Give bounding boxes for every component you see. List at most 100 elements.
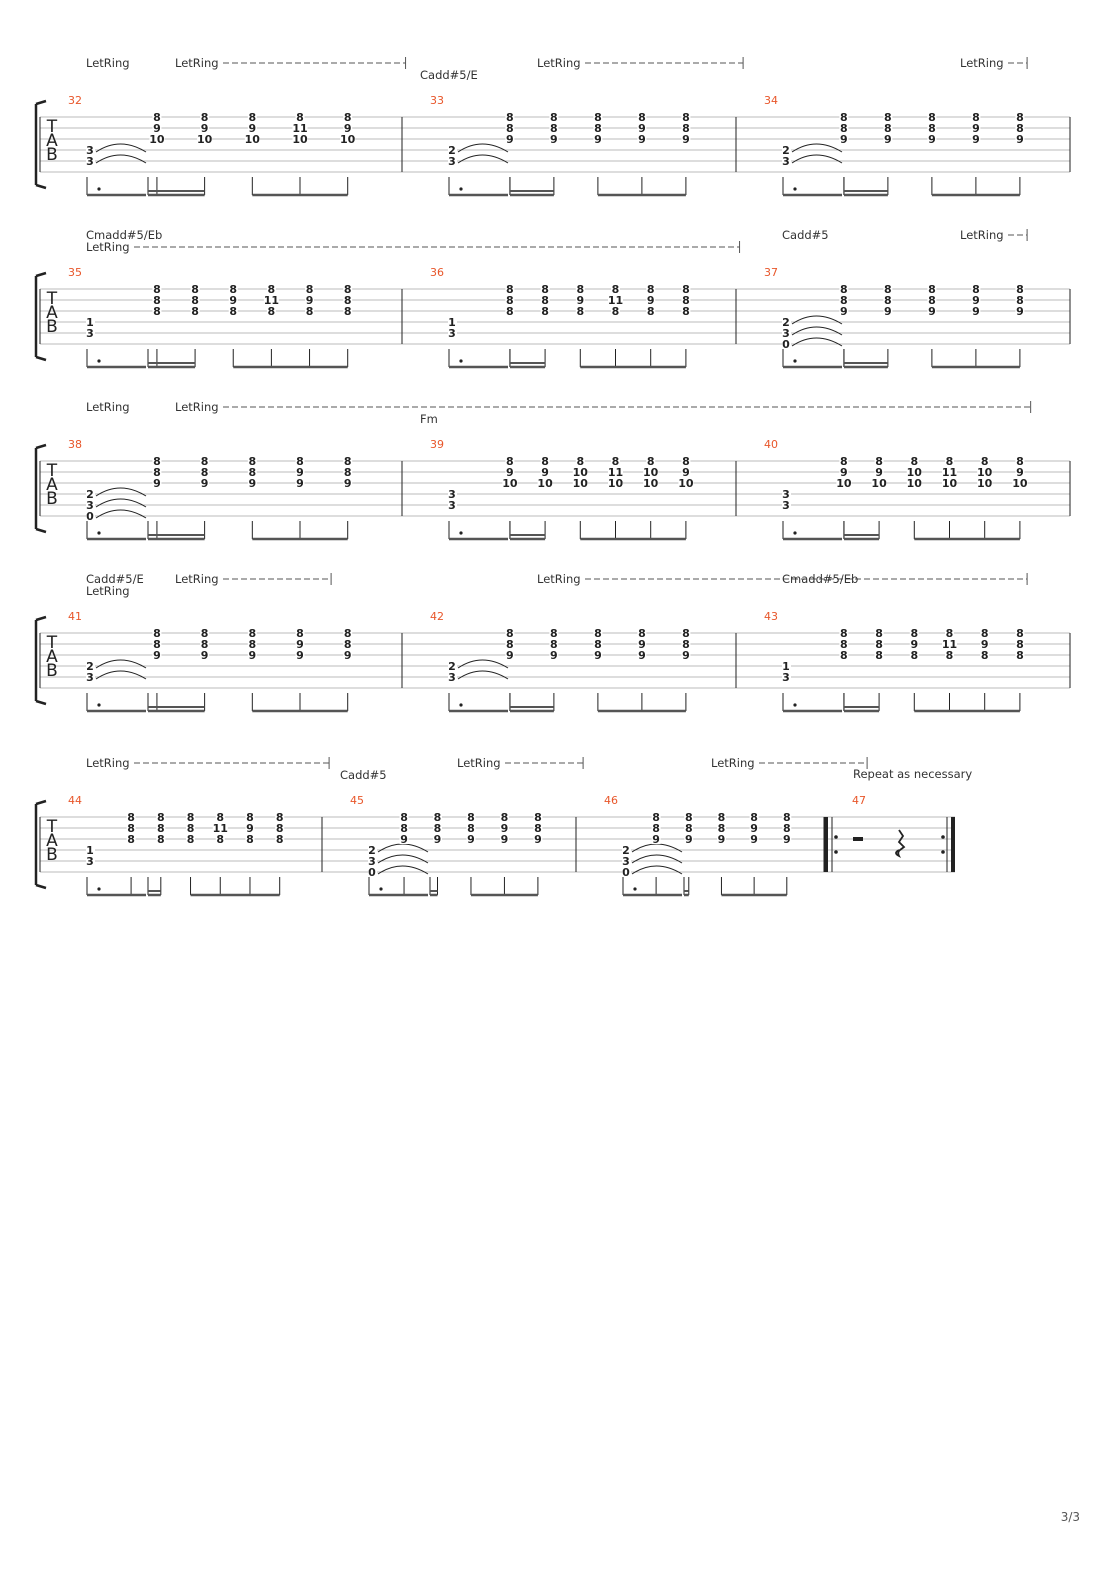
fret-bg	[927, 134, 937, 144]
fret-bg	[1015, 306, 1025, 316]
fret-bg	[637, 628, 647, 638]
fret-bg	[646, 306, 656, 316]
dot	[793, 703, 797, 707]
fret-bg	[505, 639, 515, 649]
fret-bg	[448, 672, 457, 682]
let-ring-label: LetRing	[86, 400, 130, 414]
tab-clef-letter: T	[46, 289, 58, 309]
fret-bg	[684, 823, 694, 833]
tab-clef-letter: A	[46, 475, 58, 495]
fret-number: 8	[216, 833, 224, 846]
fret-bg	[200, 467, 210, 477]
fret-number: 8	[506, 627, 514, 640]
measure-number: 37	[764, 266, 778, 279]
dot	[459, 359, 463, 363]
fret-bg	[782, 812, 792, 822]
tab-system: TAB3513888888898811889888836138888888988…	[34, 228, 1071, 369]
fret-bg	[941, 478, 957, 488]
fret-bg	[782, 661, 791, 671]
let-ring-label: LetRing	[175, 56, 219, 70]
fret-bg	[505, 650, 515, 660]
tab-clef-letter: B	[46, 489, 58, 509]
fret-number: 10	[149, 133, 165, 146]
fret-bg	[927, 284, 937, 294]
fret-number: 8	[981, 649, 989, 662]
fret-number: 8	[248, 627, 256, 640]
fret-number: 8	[928, 294, 936, 307]
let-ring-label: LetRing	[86, 240, 130, 254]
fret-bg	[941, 467, 957, 477]
let-ring-label: LetRing	[960, 228, 1004, 242]
fret-bg	[927, 306, 937, 316]
fret-bg	[244, 134, 260, 144]
fret-number: 8	[506, 283, 514, 296]
fret-number: 9	[638, 133, 646, 146]
repeat-dot	[834, 835, 838, 839]
fret-bg	[782, 339, 791, 349]
fret-number: 8	[153, 111, 161, 124]
fret-number: 8	[248, 638, 256, 651]
let-ring-label: LetRing	[537, 572, 581, 586]
fret-bg	[927, 295, 937, 305]
fret-bg	[971, 123, 981, 133]
fret-number: 9	[344, 122, 352, 135]
fret-number: 8	[928, 283, 936, 296]
fret-bg	[247, 456, 257, 466]
fret-bg	[292, 123, 308, 133]
fret-number: 8	[910, 649, 918, 662]
fret-bg	[186, 823, 196, 833]
fret-bg	[305, 295, 315, 305]
fret-bg	[749, 812, 759, 822]
fret-number: 8	[652, 822, 660, 835]
fret-number: 8	[1016, 111, 1024, 124]
fret-bg	[749, 834, 759, 844]
fret-number: 8	[612, 455, 620, 468]
let-ring-label: LetRing	[86, 756, 130, 770]
fret-bg	[343, 306, 353, 316]
let-ring-tie	[377, 854, 429, 864]
let-ring-tie	[457, 670, 509, 680]
fret-bg	[343, 650, 353, 660]
fret-number: 8	[981, 627, 989, 640]
fret-bg	[1015, 284, 1025, 294]
fret-bg	[499, 812, 509, 822]
fret-number: 8	[229, 305, 237, 318]
fret-bg	[1015, 467, 1025, 477]
fret-number: 3	[368, 855, 376, 868]
measure-number: 40	[764, 438, 778, 451]
fret-number: 9	[594, 649, 602, 662]
fret-number: 2	[782, 316, 790, 329]
fret-bg	[152, 112, 162, 122]
fret-bg	[343, 628, 353, 638]
fret-bg	[533, 834, 543, 844]
fret-number: 1	[448, 316, 456, 329]
fret-number: 8	[127, 811, 135, 824]
fret-number: 10	[942, 477, 958, 490]
let-ring-tie	[95, 143, 147, 153]
fret-number: 9	[576, 294, 584, 307]
fret-bg	[610, 456, 620, 466]
fret-bg	[186, 812, 196, 822]
fret-number: 8	[153, 627, 161, 640]
fret-number: 3	[86, 855, 94, 868]
fret-number: 9	[972, 122, 980, 135]
fret-bg	[909, 456, 919, 466]
fret-bg	[215, 812, 225, 822]
tab-clef-letter: B	[46, 661, 58, 681]
fret-bg	[247, 123, 257, 133]
fret-number: 11	[942, 638, 957, 651]
fret-number: 8	[783, 811, 791, 824]
fret-number: 8	[875, 455, 883, 468]
fret-bg	[126, 834, 136, 844]
fret-bg	[540, 456, 550, 466]
fret-number: 9	[928, 133, 936, 146]
fret-number: 8	[972, 283, 980, 296]
fret-number: 8	[647, 455, 655, 468]
fret-number: 8	[840, 294, 848, 307]
fret-bg	[86, 145, 95, 155]
fret-number: 8	[296, 627, 304, 640]
fret-bg	[839, 123, 849, 133]
